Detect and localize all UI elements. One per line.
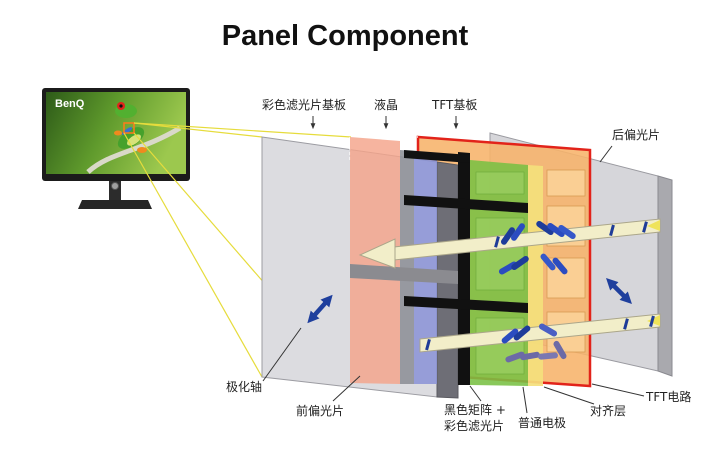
frog-image [86, 102, 182, 174]
polarization-tick [425, 338, 431, 351]
zoom-line [133, 122, 352, 138]
leader-line [262, 327, 302, 382]
monitor-base [78, 200, 152, 209]
zoom-line [133, 122, 263, 138]
label-tft-circuit: TFT电路 [645, 389, 691, 404]
brand-logo: BenQ [55, 98, 85, 110]
monitor: BenQ [42, 88, 190, 209]
lc-molecule [540, 253, 556, 271]
label-common-electrode: 普通电极 [518, 416, 566, 430]
top-labels: 彩色滤光片基板 液晶 TFT基板 [262, 97, 477, 130]
lc-molecule [558, 224, 576, 240]
black-matrix-bar [404, 296, 528, 313]
zoom-highlight-square [123, 122, 135, 134]
label-color-filter-substrate: 彩色滤光片基板 [262, 98, 346, 112]
zoom-line [123, 132, 263, 378]
leader-line [469, 385, 482, 402]
lc-molecule [553, 340, 567, 360]
diagram-title: Panel Component [222, 20, 469, 52]
branch [86, 125, 182, 174]
green-subpixel [475, 317, 525, 375]
lc-molecule [513, 325, 531, 341]
label-rear-polarizer: 后偏光片 [612, 127, 660, 142]
tft-cell [546, 169, 586, 197]
frog-foot-back [137, 147, 147, 153]
label-black-matrix: 黑色矩阵 + [444, 403, 506, 417]
blue-filter-stripe [414, 151, 437, 384]
frog-foot-front [114, 130, 122, 136]
label-front-polarizer: 前偏光片 [296, 403, 344, 418]
monitor-stand-button [111, 182, 119, 190]
polarization-tick [609, 224, 615, 237]
light-beam-arrowhead [358, 238, 396, 269]
light-beams [358, 218, 661, 353]
polarization-tick [649, 315, 655, 328]
lc-molecule [547, 222, 565, 238]
lc-molecule [511, 255, 529, 271]
liquid-crystal-molecules [498, 220, 576, 363]
polarization-tick [494, 236, 500, 248]
lc-molecule [510, 223, 526, 241]
black-matrix-column [400, 150, 414, 384]
lc-molecule [552, 257, 568, 275]
leader-line [599, 145, 613, 163]
leader-line [332, 375, 361, 402]
lc-molecule [505, 351, 525, 363]
lc-molecule [501, 328, 519, 344]
light-beam-source-tip [647, 220, 660, 231]
frog-pupil [119, 104, 123, 108]
lc-molecule [538, 323, 558, 337]
black-matrix-bar-top [404, 150, 470, 163]
label-color-filter: 彩色滤光片 [444, 419, 504, 433]
front-polarization-axis-arrow [307, 294, 333, 324]
lc-molecule [538, 352, 558, 360]
label-tft-substrate: TFT基板 [431, 98, 477, 112]
callout-labels: 后偏光片 极化轴 前偏光片 黑色矩阵 + 彩色滤光片 普通电极 对齐层 TFT电… [226, 127, 691, 433]
black-matrix-vertical [458, 152, 470, 385]
polarization-tick [642, 221, 648, 233]
label-polarization-axis: 极化轴 [226, 379, 262, 394]
rear-polarization-axis-arrow [606, 278, 632, 304]
lc-molecule [520, 351, 540, 361]
lc-molecule [536, 220, 554, 236]
rear-polarizer-edge [657, 175, 673, 377]
polarization-tick [623, 318, 629, 330]
black-matrix-bar [404, 195, 528, 213]
leader-line [522, 386, 528, 414]
lc-molecule [500, 227, 516, 245]
green-subpixel [475, 171, 525, 195]
leader-line [543, 386, 595, 405]
leader-line [591, 383, 645, 397]
label-liquid-crystal: 液晶 [374, 97, 398, 112]
black-matrix-shadow-band [350, 264, 458, 284]
label-alignment-layer: 对齐层 [590, 403, 626, 418]
